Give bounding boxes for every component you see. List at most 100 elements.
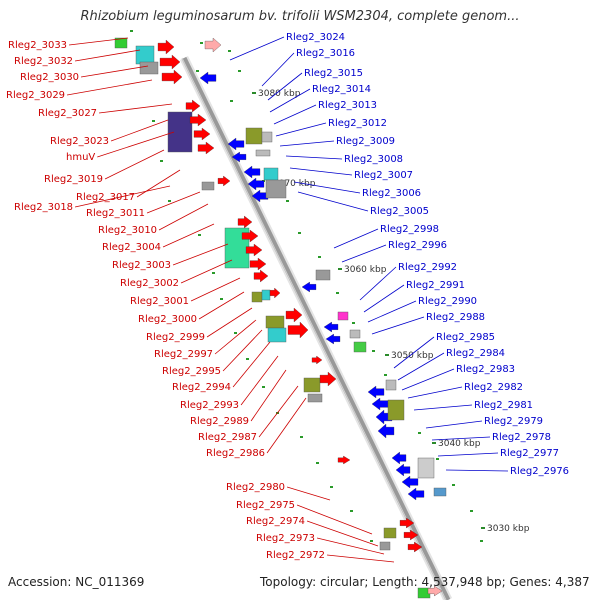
gene-label-reverse[interactable]: Rleg2_2982 [464, 382, 523, 393]
gene-label-forward[interactable]: Rleg2_2995 [162, 366, 221, 377]
gene-label-reverse[interactable]: Rleg2_2976 [510, 466, 569, 477]
forward-gene-arrow [311, 355, 323, 365]
track-marker [452, 484, 455, 486]
leader-line-reverse [289, 167, 353, 176]
leader-line-reverse [297, 191, 369, 212]
leader-line-forward [97, 131, 175, 158]
gene-label-reverse[interactable]: Rleg2_3012 [328, 118, 387, 129]
gene-label-forward[interactable]: Rleg2_3032 [14, 56, 73, 67]
forward-gene-arrow [189, 113, 207, 127]
gene-label-forward[interactable]: Rleg2_3002 [120, 278, 179, 289]
forward-gene-arrow [185, 99, 201, 113]
gene-label-reverse[interactable]: Rleg2_2996 [388, 240, 447, 251]
genome-backbone-highlight [181, 57, 447, 600]
gene-label-forward[interactable]: Rleg2_3033 [8, 40, 67, 51]
gene-label-reverse[interactable]: Rleg2_2978 [492, 432, 551, 443]
gene-label-forward[interactable]: hmuV [66, 152, 95, 163]
gene-label-reverse[interactable]: Rleg2_3016 [296, 48, 355, 59]
gene-label-forward[interactable]: Rleg2_2974 [246, 516, 305, 527]
gene-label-forward[interactable]: Rleg2_3029 [6, 90, 65, 101]
track-marker [246, 358, 249, 360]
track-marker [230, 100, 233, 102]
gene-label-forward[interactable]: Rleg2_3003 [112, 260, 171, 271]
track-marker [238, 70, 241, 72]
track-marker [196, 70, 199, 72]
gene-label-reverse[interactable]: Rleg2_2998 [380, 224, 439, 235]
gene-label-reverse[interactable]: Rleg2_2985 [436, 332, 495, 343]
gene-label-reverse[interactable]: Rleg2_3008 [344, 154, 403, 165]
gene-label-reverse[interactable]: Rleg2_3015 [304, 68, 363, 79]
scale-tick-label: 3050 kbp [391, 351, 434, 361]
track-marker [350, 510, 353, 512]
gene-label-reverse[interactable]: Rleg2_2984 [446, 348, 505, 359]
gene-label-reverse[interactable]: Rleg2_3005 [370, 206, 429, 217]
reverse-gene-arrow [391, 451, 407, 465]
gene-label-reverse[interactable]: Rleg2_3007 [354, 170, 413, 181]
gene-label-reverse[interactable]: Rleg2_3006 [362, 188, 421, 199]
gene-label-reverse[interactable]: Rleg2_3014 [312, 84, 371, 95]
gene-label-reverse[interactable]: Rleg2_2979 [484, 416, 543, 427]
forward-gene-arrow [403, 529, 419, 541]
gene-box [379, 541, 391, 551]
leader-line-forward [98, 103, 173, 114]
gene-label-forward[interactable]: Rleg2_3001 [130, 296, 189, 307]
gene-label-forward[interactable]: Rleg2_3010 [98, 225, 157, 236]
track-marker [298, 232, 301, 234]
gene-label-forward[interactable]: Rleg2_3030 [20, 72, 79, 83]
track-marker [220, 298, 223, 300]
gene-label-forward[interactable]: Rleg2_2997 [154, 349, 213, 360]
gene-label-forward[interactable]: Rleg2_3023 [50, 136, 109, 147]
gene-label-forward[interactable]: Rleg2_2993 [180, 400, 239, 411]
gene-box [417, 457, 435, 479]
gene-label-reverse[interactable]: Rleg2_2988 [426, 312, 485, 323]
gene-label-reverse[interactable]: Rleg2_3024 [286, 32, 345, 43]
scale-tick-label: 3070 kbp [273, 179, 316, 189]
gene-box [255, 149, 271, 157]
gene-label-forward[interactable]: Rleg2_3019 [44, 174, 103, 185]
track-marker [352, 322, 355, 324]
gene-label-reverse[interactable]: Rleg2_2981 [474, 400, 533, 411]
gene-box [337, 311, 349, 321]
gene-box [139, 61, 159, 75]
gene-label-reverse[interactable]: Rleg2_3009 [336, 136, 395, 147]
reverse-gene-arrow [301, 281, 317, 293]
gene-label-reverse[interactable]: Rleg2_2990 [418, 296, 477, 307]
gene-label-forward[interactable]: Rleg2_2973 [256, 533, 315, 544]
gene-label-forward[interactable]: Rleg2_2972 [266, 550, 325, 561]
genome-backbone [181, 56, 451, 600]
leader-line-reverse [367, 300, 417, 323]
gene-label-forward[interactable]: Rleg2_2989 [190, 416, 249, 427]
track-marker [198, 234, 201, 236]
gene-label-reverse[interactable]: Rleg2_2983 [456, 364, 515, 375]
gene-label-forward[interactable]: Rleg2_3017 [76, 192, 135, 203]
gene-label-reverse[interactable]: Rleg2_2992 [398, 262, 457, 273]
gene-label-reverse[interactable]: Rleg2_2991 [406, 280, 465, 291]
gene-label-forward[interactable]: Rleg2_3027 [38, 108, 97, 119]
track-marker [212, 272, 215, 274]
gene-label-forward[interactable]: Rleg2_2987 [198, 432, 257, 443]
gene-label-forward[interactable]: Rleg2_3018 [14, 202, 73, 213]
gene-label-forward[interactable]: Rleg2_3004 [102, 242, 161, 253]
gene-label-reverse[interactable]: Rleg2_2977 [500, 448, 559, 459]
forward-gene-arrow [193, 127, 211, 141]
leader-line-forward [146, 191, 201, 214]
gene-box [261, 131, 273, 143]
gene-label-forward[interactable]: Rleg2_3000 [138, 314, 197, 325]
leader-line-reverse [269, 88, 311, 113]
track-marker [262, 386, 265, 388]
gene-label-forward[interactable]: Rleg2_2975 [236, 500, 295, 511]
gene-labels[interactable]: Rleg2_3033Rleg2_3032Rleg2_3030Rleg2_3029… [6, 32, 569, 561]
leader-line-reverse [333, 228, 379, 249]
leader-line-forward [296, 504, 373, 535]
gene-label-reverse[interactable]: Rleg2_3013 [318, 100, 377, 111]
leader-line-reverse [267, 72, 303, 101]
forward-gene-arrow [249, 257, 267, 271]
leader-line-reverse [293, 181, 361, 194]
gene-label-forward[interactable]: Rleg2_3011 [86, 208, 145, 219]
gene-label-forward[interactable]: Rleg2_2994 [172, 382, 231, 393]
gene-label-forward[interactable]: Rleg2_2980 [226, 482, 285, 493]
gene-label-forward[interactable]: Rleg2_2986 [206, 448, 265, 459]
gene-label-forward[interactable]: Rleg2_2999 [146, 332, 205, 343]
scale-tick-label: 3040 kbp [438, 439, 481, 449]
track-marker [300, 436, 303, 438]
